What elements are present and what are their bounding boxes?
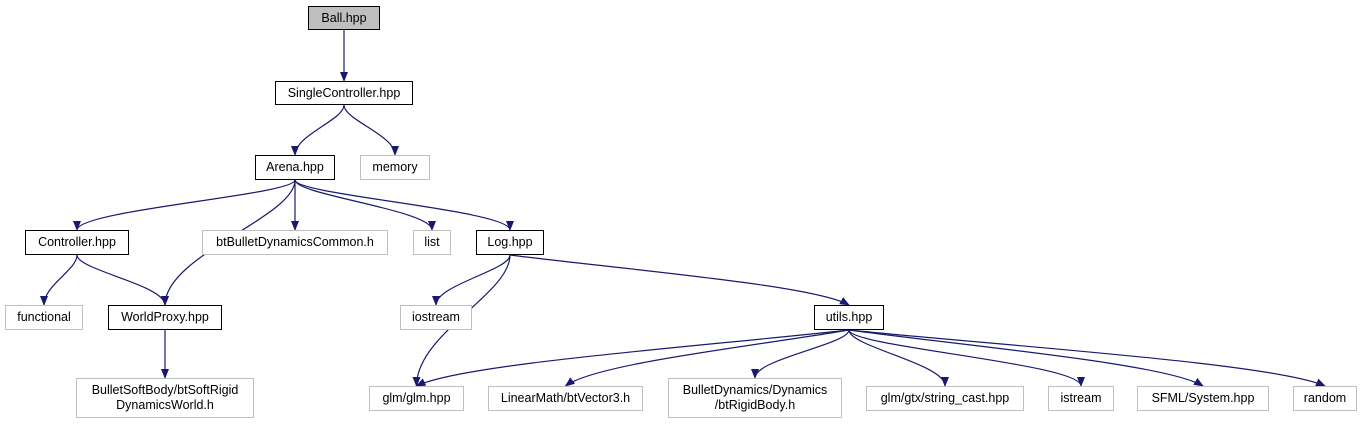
edge-arena-to-log xyxy=(294,179,514,231)
edge-single-to-arena xyxy=(291,104,345,156)
edge-utils-to-btvector xyxy=(564,329,850,387)
edge-utils-to-random xyxy=(848,329,1326,387)
node-memory: memory xyxy=(360,155,430,180)
edge-utils-to-stringcast xyxy=(848,329,949,387)
edge-arena-to-controller xyxy=(73,179,296,231)
node-linearmath-btvector3-h: LinearMath/btVector3.h xyxy=(488,386,643,411)
edge-log-to-utils xyxy=(509,254,850,306)
node-glm-gtx-string-cast-hpp: glm/gtx/string_cast.hpp xyxy=(866,386,1024,411)
edge-log-to-iostream xyxy=(432,254,511,306)
edge-utils-to-sfml xyxy=(848,329,1204,387)
node-bulletdynamics-dynamics-btrigidbody-h: BulletDynamics/Dynamics /btRigidBody.h xyxy=(668,378,842,418)
node-arena-hpp[interactable]: Arena.hpp xyxy=(255,155,335,180)
node-worldproxy-hpp[interactable]: WorldProxy.hpp xyxy=(108,305,222,330)
edge-utils-to-glm xyxy=(415,329,850,387)
edge-controller-to-functional xyxy=(40,254,78,306)
node-iostream: iostream xyxy=(400,305,472,330)
edge-utils-to-istream xyxy=(848,329,1085,387)
node-random: random xyxy=(1293,386,1357,411)
node-glm-glm-hpp: glm/glm.hpp xyxy=(369,386,464,411)
node-functional: functional xyxy=(5,305,83,330)
node-singlecontroller-hpp[interactable]: SingleController.hpp xyxy=(275,81,413,105)
node-controller-hpp[interactable]: Controller.hpp xyxy=(25,230,129,255)
node-log-hpp[interactable]: Log.hpp xyxy=(476,230,544,255)
node-btbulletdynamicscommon-h: btBulletDynamicsCommon.h xyxy=(202,230,388,255)
edge-single-to-memory xyxy=(343,104,399,156)
edge-arena-to-list xyxy=(294,179,436,231)
node-list: list xyxy=(413,230,451,255)
edge-controller-to-worldproxy xyxy=(76,254,169,306)
node-ball-hpp: Ball.hpp xyxy=(308,6,380,30)
node-bulletsoftbody-btsoftrigiddynamicsworld-h: BulletSoftBody/btSoftRigid DynamicsWorld… xyxy=(76,378,254,418)
node-sfml-system-hpp: SFML/System.hpp xyxy=(1137,386,1269,411)
node-istream: istream xyxy=(1048,386,1114,411)
node-utils-hpp[interactable]: utils.hpp xyxy=(814,305,884,330)
edge-utils-to-btrigid xyxy=(751,329,850,379)
